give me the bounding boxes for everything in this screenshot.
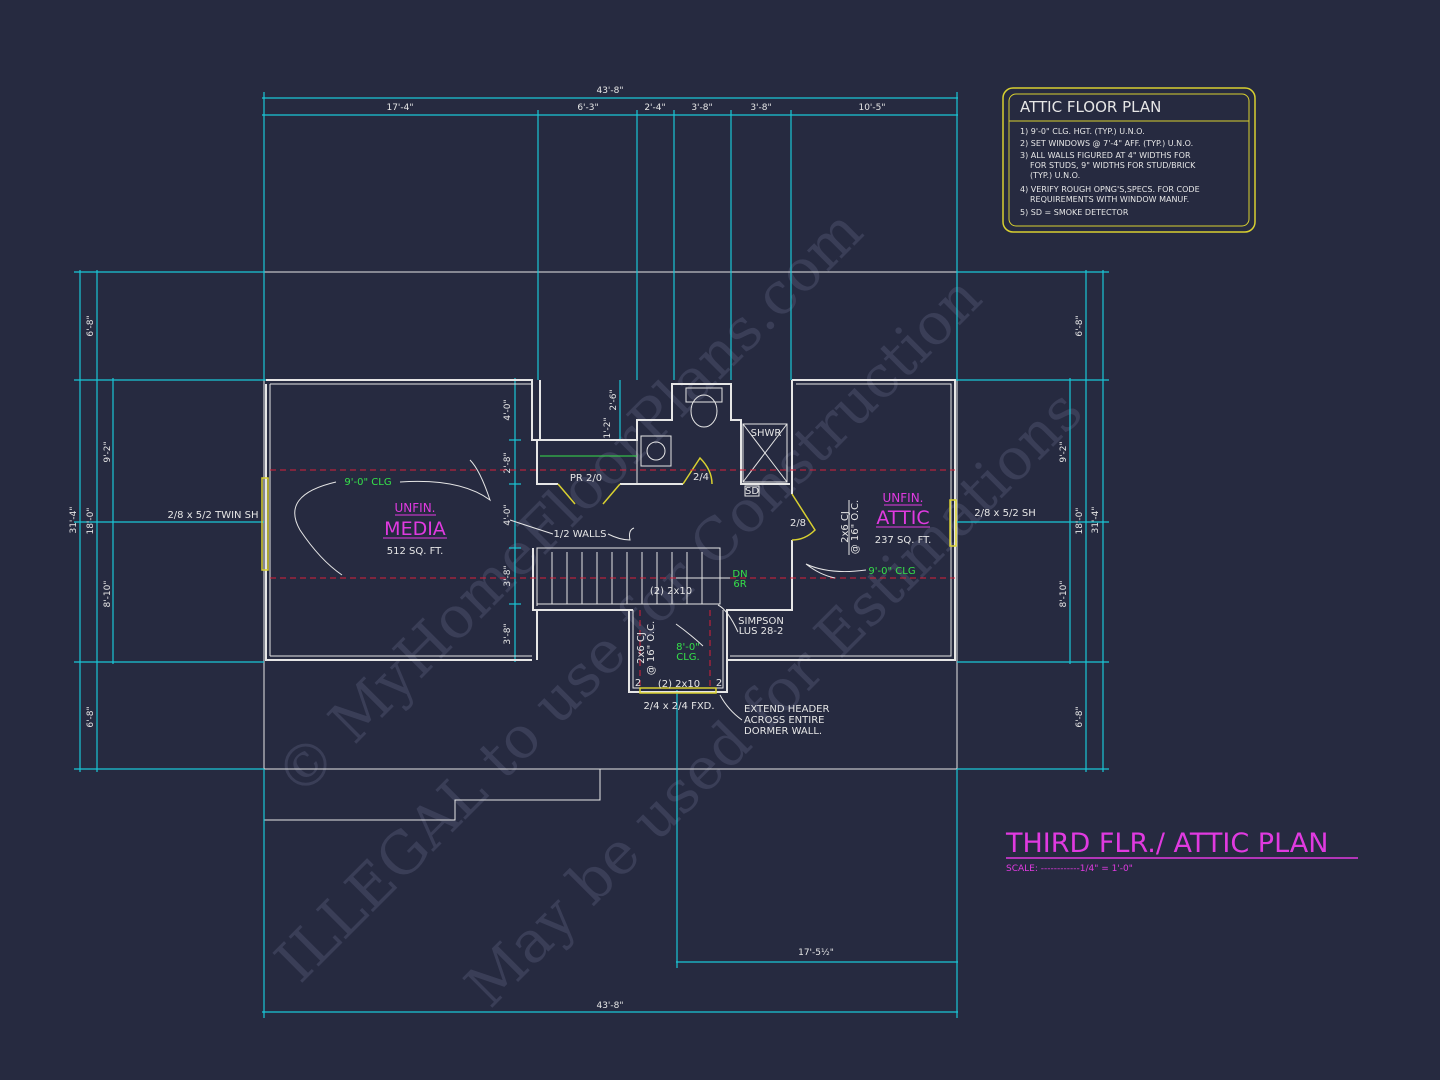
dormer-window-label: 2/4 x 2/4 FXD. [643,701,714,712]
risers-label: 6R [733,579,746,590]
dormer-ceiling-1: 8'-0" [676,642,700,653]
notes-box: ATTIC FLOOR PLAN 1) 9'-0" CLG. HGT. (TYP… [1002,87,1256,233]
simpson-label-1: SIMPSON [738,616,784,627]
dim-top-seg-5: 3'-8" [750,103,771,113]
note-3: 3) ALL WALLS FIGURED AT 4" WIDTHS FOR [1020,151,1191,160]
dim-int-c: 4'-0" [503,504,513,525]
sink-icon [646,441,666,461]
attic-ceiling: 9'-0" CLG [868,566,915,577]
attic-cj-label: 2x6 CJ [840,511,851,543]
stair-header-label: (2) 2x10 [650,586,692,597]
bath-door-label: 2/4 [693,472,709,483]
dim-top-seg-2: 6'-3" [577,103,598,113]
dim-int-g: 1'-2" [603,417,613,438]
note-1: 1) 9'-0" CLG. HGT. (TYP.) U.N.O. [1020,127,1145,136]
plan-labels: 2/8 x 5/2 TWIN SH 2/8 x 5/2 SH 1/2 WALLS… [167,428,1035,737]
dim-right-seg-2: 9'-2" [1059,441,1069,462]
note-5: 5) SD = SMOKE DETECTOR [1020,208,1129,217]
doors-windows [261,455,957,694]
half-walls-label: 1/2 WALLS [554,529,607,540]
leaders [294,459,867,721]
dim-right-seg-3: 8'-10" [1059,580,1069,607]
shower-icon [742,423,788,483]
extend-note-3: DORMER WALL. [744,726,822,737]
media-name: MEDIA [384,518,446,540]
room-media: UNFIN. MEDIA 512 SQ. FT. 9'-0" CLG [344,477,447,557]
dim-int-e: 3'-8" [503,623,513,644]
dim-int-d: 3'-8" [503,565,513,586]
watermark: © MyHomeFloorPlans.com ILLEGAL to use fo… [262,196,1096,1020]
dim-top-seg-6: 10'-5" [858,103,885,113]
dim-top-seg-1: 17'-4" [386,103,413,113]
interior-dimensions: 4'-0" 2'-8" 4'-0" 3'-8" 3'-8" 2'-6" 1'-2… [503,378,621,662]
simpson-label-2: LUS 28-2 [739,626,784,637]
ceiling-break-lines [270,469,955,688]
note-4b: REQUIREMENTS WITH WINDOW MANUF. [1030,195,1189,204]
media-area: 512 SQ. FT. [387,546,444,557]
room-attic: UNFIN. ATTIC 237 SQ. FT. 9'-0" CLG [868,491,931,577]
dim-bottom-overall: 43'-8" [596,1001,623,1011]
bath-fixtures [640,387,788,497]
media-ceiling: 9'-0" CLG [344,477,391,488]
pr-door-label: PR 2/0 [570,473,602,484]
right-window-icon [949,499,957,547]
attic-cj-spacing: @ 16" O.C. [850,500,861,555]
bottom-dimensions: 43'-8" 17'-5½" [262,690,958,1018]
sheet-scale: SCALE: ------------1/4" = 1'-0" [1006,864,1133,874]
dormer-cj-label: 2x6 CJ [636,632,647,664]
dim-right-overall: 31'-4" [1091,506,1101,533]
note-3b: FOR STUDS, 9" WIDTHS FOR STUD/BRICK [1030,161,1196,170]
notes-title: ATTIC FLOOR PLAN [1020,98,1161,116]
left-window-icon [261,477,269,571]
sheet-title: THIRD FLR./ ATTIC PLAN SCALE: ----------… [1005,828,1358,874]
dim-left-seg-2: 9'-2" [103,441,113,462]
dim-right-seg-1: 6'-8" [1075,315,1085,336]
dim-int-f: 2'-6" [609,389,619,410]
dim-top-seg-4: 3'-8" [691,103,712,113]
attic-door-label: 2/8 [790,518,806,529]
dormer-ceiling-2: CLG. [676,652,699,663]
extend-note-2: ACROSS ENTIRE [744,715,824,726]
attic-area: 237 SQ. FT. [875,535,932,546]
dim-int-a: 4'-0" [503,399,513,420]
sheet-title-text: THIRD FLR./ ATTIC PLAN [1005,828,1328,859]
dim-int-b: 2'-8" [503,452,513,473]
dim-left-seg-4: 6'-8" [86,706,96,727]
dim-top-seg-3: 2'-4" [644,103,665,113]
toilet-icon [690,394,718,428]
window-left-label: 2/8 x 5/2 TWIN SH [167,510,258,521]
dormer-cj-spacing: @ 16" O.C. [646,621,657,676]
attic-tag: UNFIN. [883,491,924,505]
dim-right-inner: 18'-0" [1075,507,1085,534]
shower-label: SHWR [751,428,782,439]
down-label: DN [732,569,747,580]
window-right-label: 2/8 x 5/2 SH [974,508,1036,519]
dormer-mark-right: 2 [716,678,722,689]
dim-top-overall: 43'-8" [596,86,623,96]
note-3c: (TYP.) U.N.O. [1030,171,1080,180]
media-tag: UNFIN. [395,501,436,515]
smoke-detector-icon [744,485,760,497]
dormer-window-icon [639,687,717,694]
left-dimensions: 31'-4" 6'-8" 9'-2" 18'-0" 8'-10" 6'-8" [69,270,520,772]
top-dimensions: 43'-8" 17'-4" 6'-3" 2'-4" 3'-8" 3'-8" 10… [262,86,958,380]
note-4: 4) VERIFY ROUGH OPNG'S,SPECS. FOR CODE [1020,185,1200,194]
dim-right-seg-4: 6'-8" [1075,706,1085,727]
attic-name: ATTIC [876,507,929,529]
dim-left-seg-3: 8'-10" [103,580,113,607]
note-2: 2) SET WINDOWS @ 7'-4" AFF. (TYP.) U.N.O… [1020,139,1193,148]
dim-left-seg-1: 6'-8" [86,315,96,336]
extend-note-1: EXTEND HEADER [744,704,829,715]
walls [265,379,956,693]
dormer-header-label: (2) 2x10 [658,679,700,690]
smoke-detector-label: SD [745,486,759,497]
dim-left-overall: 31'-4" [69,506,79,533]
dim-bottom-partial: 17'-5½" [798,948,834,958]
dim-left-inner: 18'-0" [86,507,96,534]
dormer-mark-left: 2 [635,678,641,689]
